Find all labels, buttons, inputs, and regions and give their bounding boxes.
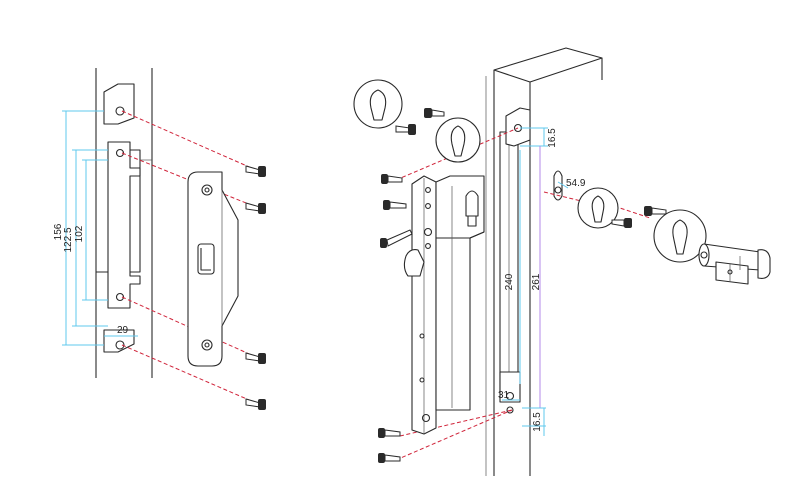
dim-29: 29 [117,325,129,336]
escutcheon-rose-icon [435,117,481,163]
strike-dimensions: 156 122.5 102 29 [53,110,138,346]
dim-261: 261 [531,273,542,290]
screw-icon [383,200,407,210]
screw-icon [245,165,266,177]
lock-dimensions: 16.5 54.9 240 261 31 16.5 [498,127,586,436]
dim-54-9: 54.9 [566,178,586,189]
mortise-lock-body [403,175,485,435]
dim-16-5-bottom: 16.5 [532,412,543,432]
dim-16-5-top: 16.5 [547,128,558,148]
screw-icon [378,453,401,463]
dim-122-5: 122.5 [63,227,74,252]
screw-icon [395,124,416,135]
strike-plate [187,171,239,367]
escutcheon-rose-icon [653,209,707,263]
screw-icon [381,174,403,184]
screw-icon [644,206,667,216]
dim-31: 31 [498,390,510,401]
screw-icon [245,398,266,410]
dim-102: 102 [74,225,85,242]
screw-icon [245,202,266,214]
dim-240: 240 [504,273,515,290]
screw-icon [378,428,401,438]
screw-icon [611,218,632,228]
door-keeper-top [499,107,531,414]
strike-keeper-box [103,83,141,353]
dim-156: 156 [53,223,64,240]
screw-icon [380,229,413,248]
cylinder-cam [553,170,563,201]
escutcheon-rose-icon [577,187,619,229]
euro-cylinder-icon [698,243,771,285]
escutcheon-rose-icon [353,79,403,129]
screw-icon [424,108,445,118]
screw-icon [245,352,266,364]
